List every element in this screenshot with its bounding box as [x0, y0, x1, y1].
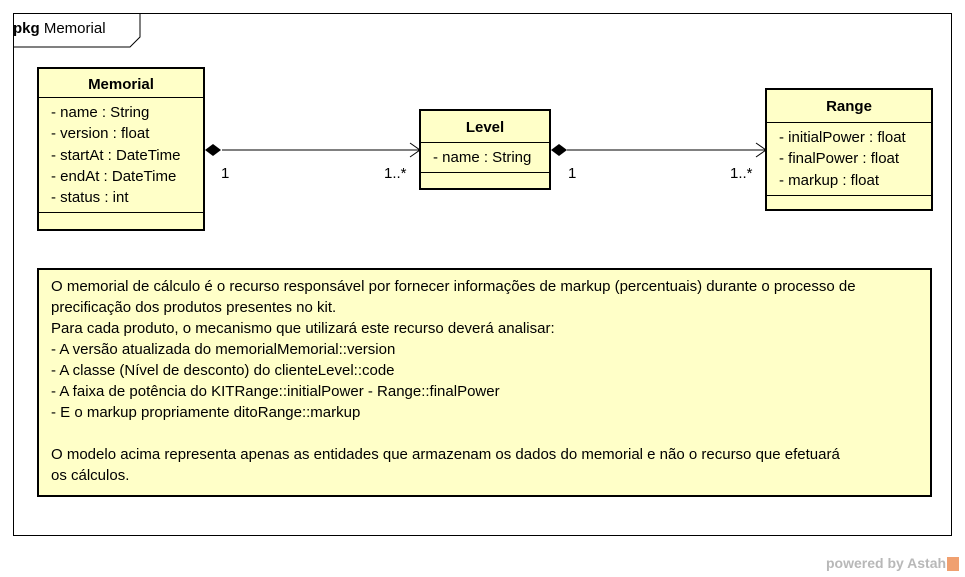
attribute: - endAt : DateTime: [51, 167, 177, 185]
diagram-note[interactable]: O memorial de cálculo é o recurso respon…: [37, 268, 932, 497]
attribute: - initialPower : float: [779, 129, 906, 146]
attribute: - finalPower : float: [779, 150, 900, 168]
note-line: os cálculos.: [51, 467, 130, 484]
class-attributes: - name : String - version : float - star…: [39, 98, 203, 214]
package-name: Memorial: [43, 20, 106, 37]
class-attributes: - name : String: [421, 143, 549, 174]
package-label: pkg Memorial: [13, 20, 106, 37]
note-line: - A classe (Nível de desconto) do client…: [51, 362, 395, 379]
note-line: - A faixa de potência do KITRange::initi…: [51, 383, 500, 400]
package-keyword: pkg: [13, 20, 40, 37]
note-line: precificação dos produtos presentes no k…: [51, 299, 337, 316]
attribute: - name : String: [433, 149, 532, 166]
attribute: - version : float: [51, 125, 150, 143]
class-level[interactable]: Level - name : String: [419, 109, 551, 190]
note-line: O modelo acima representa apenas as enti…: [51, 446, 840, 463]
class-name: Level: [421, 111, 549, 143]
class-operations: [421, 173, 549, 187]
note-line: - A versão atualizada do memorialMemoria…: [51, 341, 396, 358]
class-range[interactable]: Range - initialPower : float - finalPowe…: [765, 88, 933, 211]
package-frame: [13, 13, 952, 536]
attribute: - status : int: [51, 189, 129, 207]
note-line: Para cada produto, o mecanismo que utili…: [51, 320, 555, 337]
attribute: - markup : float: [779, 171, 880, 189]
astah-logo-icon: [947, 557, 959, 571]
class-memorial[interactable]: Memorial - name : String - version : flo…: [37, 67, 205, 231]
multiplicity-memorial-source: 1: [221, 165, 230, 182]
multiplicity-level-target: 1..*: [384, 165, 407, 182]
class-operations: [767, 196, 931, 210]
class-name: Memorial: [39, 69, 203, 98]
package-tab: [14, 14, 141, 48]
attribute: - name : String: [51, 104, 150, 121]
class-name: Range: [767, 90, 931, 123]
class-attributes: - initialPower : float - finalPower : fl…: [767, 123, 931, 196]
composition-diamond-level: [551, 144, 567, 156]
note-line: - E o markup propriamente ditoRange::mar…: [51, 404, 361, 421]
class-operations: [39, 213, 203, 227]
composition-diamond-memorial: [205, 144, 221, 156]
multiplicity-range-target: 1..*: [730, 165, 753, 182]
note-line: O memorial de cálculo é o recurso respon…: [51, 278, 856, 295]
attribute: - startAt : DateTime: [51, 146, 181, 164]
multiplicity-level-source: 1: [568, 165, 577, 182]
note-line: [51, 423, 918, 444]
powered-by-label: powered by Astah: [826, 555, 947, 571]
